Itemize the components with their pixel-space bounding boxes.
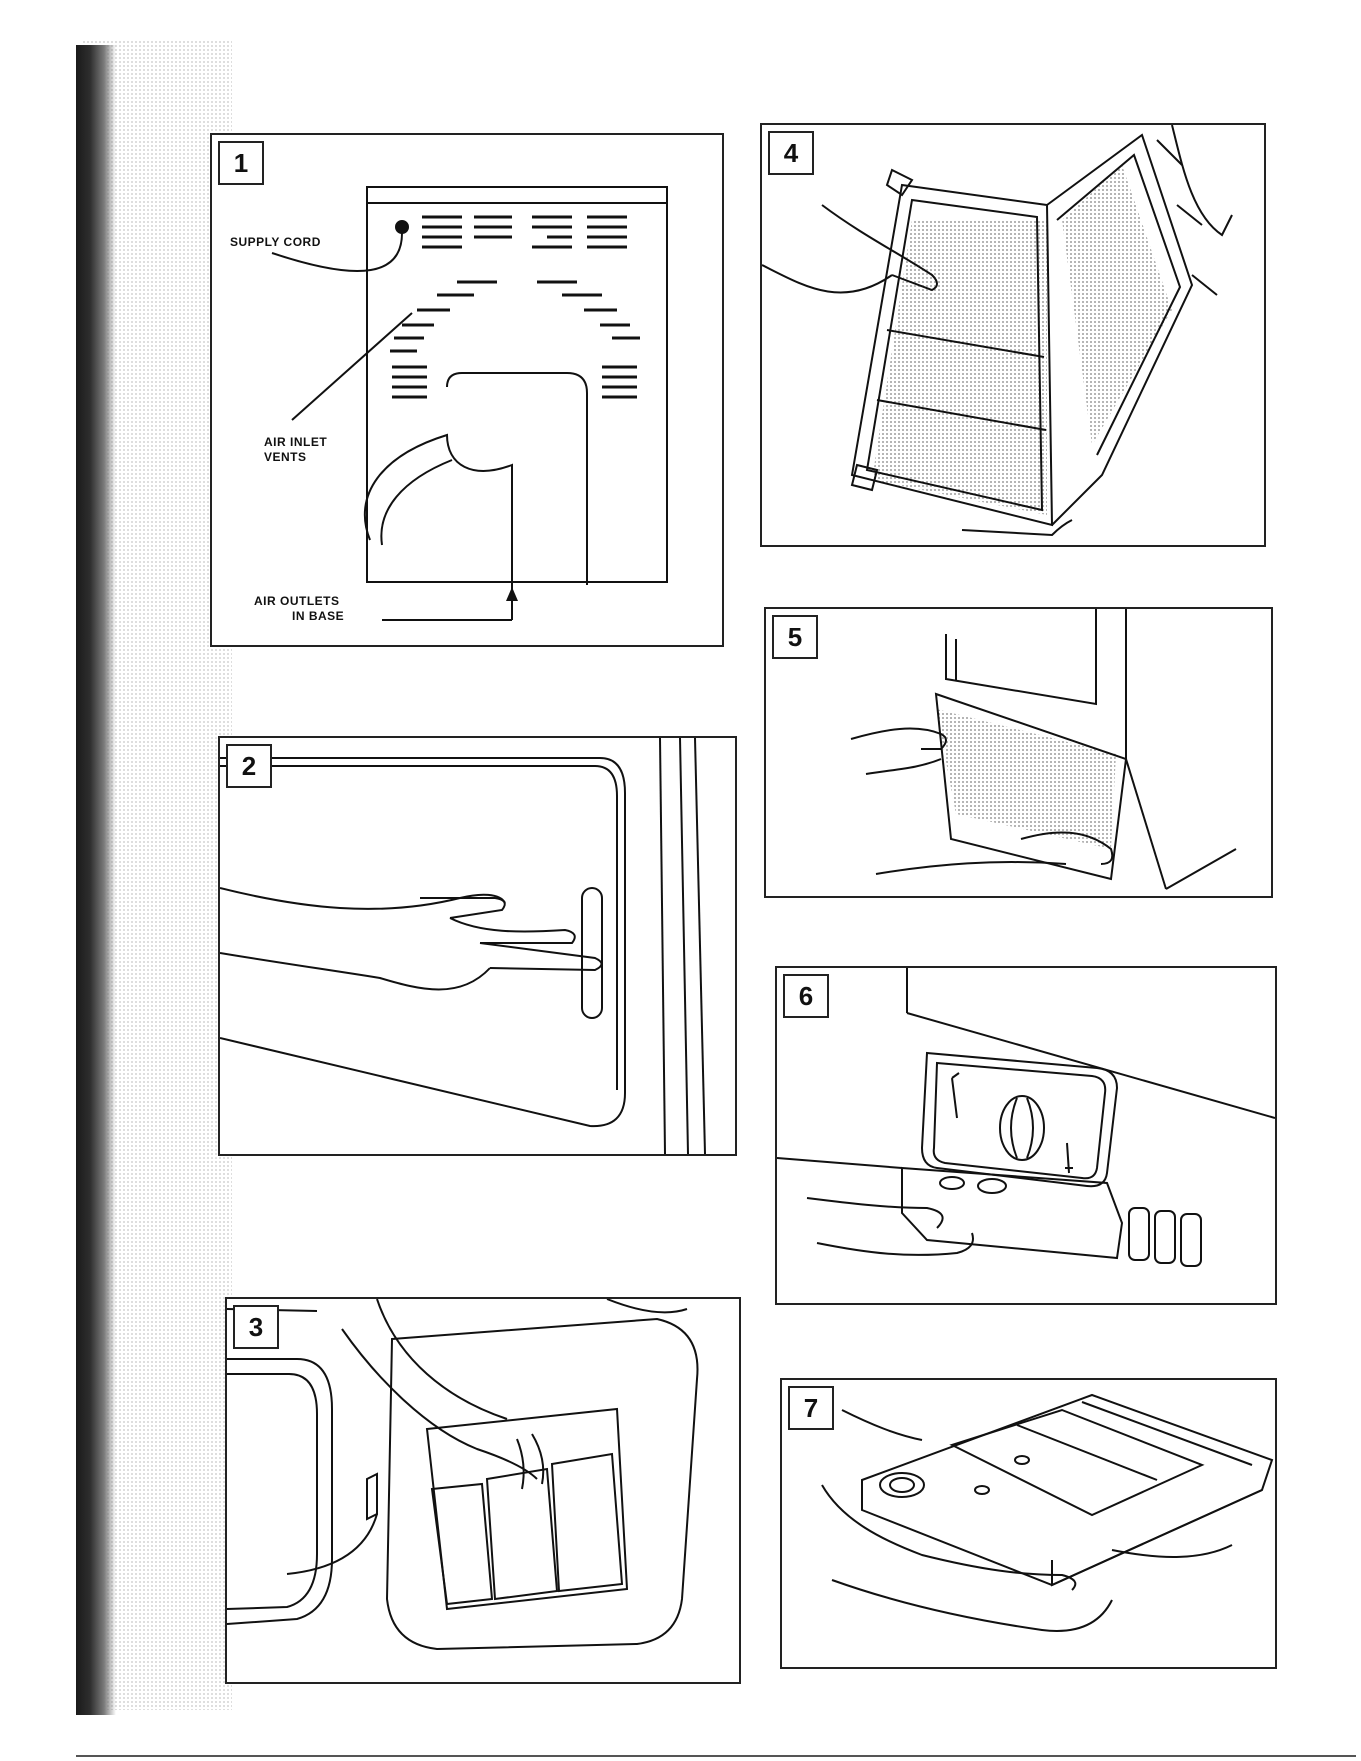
filter-removal-illustration: [227, 1299, 739, 1682]
panel-7: 7: [780, 1378, 1277, 1669]
dryer-rear-illustration: [212, 135, 722, 645]
empty-container-illustration: [782, 1380, 1275, 1667]
kickplate-removal-illustration: [766, 609, 1271, 896]
air-outlets-label-line1: AIR OUTLETS: [254, 594, 340, 609]
binding-shadow: [76, 45, 116, 1715]
panel-5: 5: [764, 607, 1273, 898]
water-container-illustration: [777, 968, 1275, 1303]
panel-3: 3: [225, 1297, 741, 1684]
door-latch-illustration: [220, 738, 735, 1154]
panel-2: 2: [218, 736, 737, 1156]
supply-cord-label: SUPPLY CORD: [230, 235, 321, 250]
air-inlet-label-line2: VENTS: [264, 450, 307, 465]
panel-number: 6: [783, 974, 829, 1018]
panel-4: 4: [760, 123, 1266, 547]
panel-number: 2: [226, 744, 272, 788]
panel-1: 1: [210, 133, 724, 647]
bottom-rule: [76, 1755, 1356, 1757]
panel-number: 4: [768, 131, 814, 175]
filter-tray-illustration: [762, 125, 1264, 545]
panel-6: 6: [775, 966, 1277, 1305]
air-outlets-label-line2: IN BASE: [292, 609, 344, 624]
panel-number: 5: [772, 615, 818, 659]
panel-number: 3: [233, 1305, 279, 1349]
panel-number: 1: [218, 141, 264, 185]
panel-number: 7: [788, 1386, 834, 1430]
air-inlet-label-line1: AIR INLET: [264, 435, 327, 450]
